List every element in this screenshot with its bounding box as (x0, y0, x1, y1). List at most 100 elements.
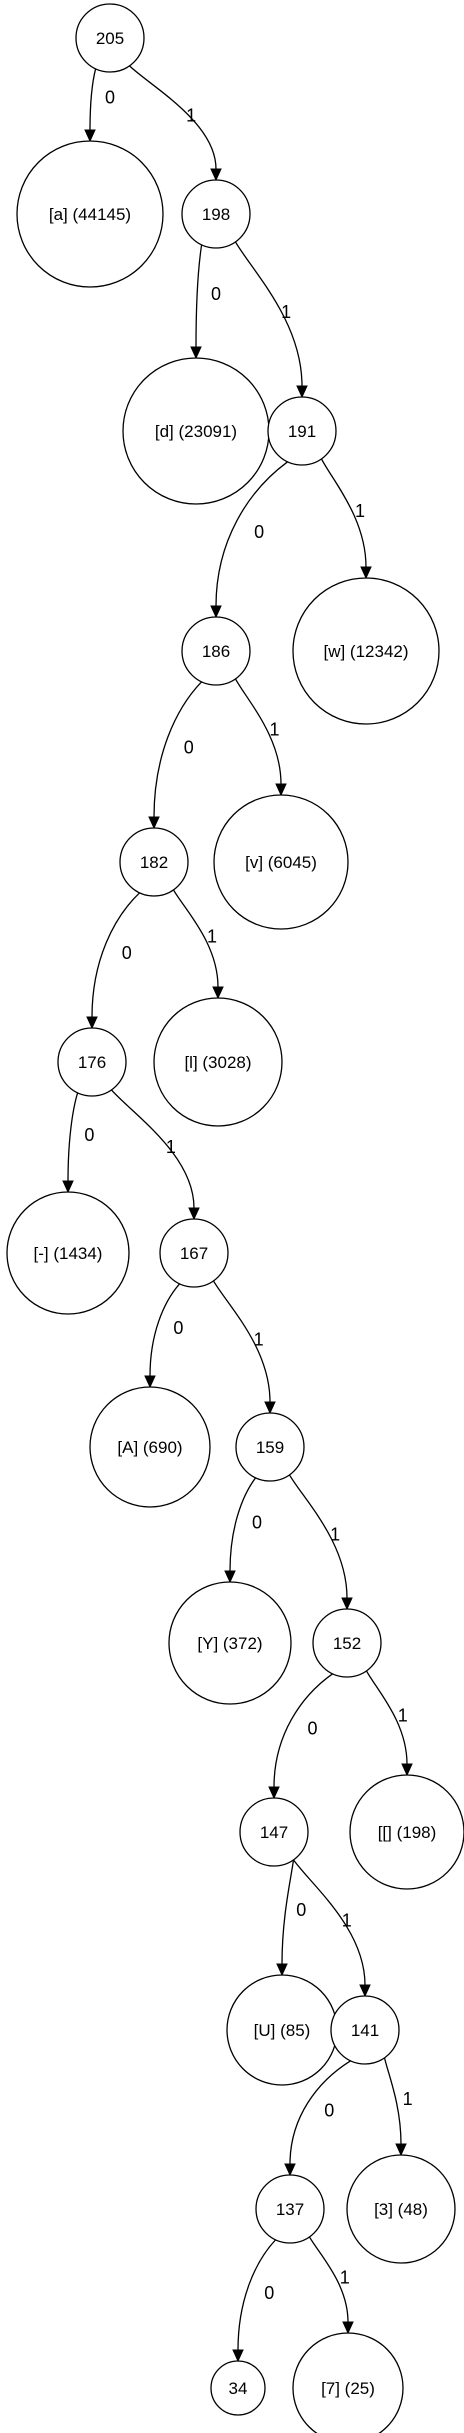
edge-line (149, 1283, 181, 1377)
nodes-layer: 205 [a] (44145) 198 [d] (23091) 191 186 [w] (1… (6, 3, 464, 2433)
edge: 1 (383, 2057, 413, 2157)
edge-line (288, 1474, 348, 1599)
edge-label: 0 (211, 284, 221, 304)
edge-arrowhead (188, 1207, 200, 1221)
node-circle (235, 1412, 305, 1482)
edge-arrowhead (395, 2143, 407, 2157)
edge: 1 (212, 1280, 276, 1415)
node-label: 198 (202, 205, 230, 224)
node-label: 182 (140, 853, 168, 872)
edge-label: 1 (330, 1524, 340, 1544)
internal-node: 205 (75, 3, 145, 73)
edge-line (383, 2057, 402, 2145)
edge-label: 0 (252, 1512, 262, 1532)
leaf-node: [l] (3028) (153, 997, 283, 1127)
leaf-node: [7] (25) (292, 2332, 404, 2433)
edge-line (292, 1859, 366, 1986)
edge-arrowhead (296, 385, 308, 399)
node-label: [3] (48) (374, 2200, 428, 2219)
edge-line (195, 244, 203, 348)
node-circle (6, 1191, 130, 1315)
edge: 0 (224, 1477, 262, 1584)
edge-label: 1 (398, 1705, 408, 1725)
edge-line (129, 65, 217, 170)
node-label: [d] (23091) (155, 422, 237, 441)
edge-label: 0 (264, 2283, 274, 2303)
node-circle (210, 2360, 266, 2416)
edge-arrowhead (224, 1570, 236, 1584)
edge-label: 1 (403, 2089, 413, 2109)
edge: 0 (210, 461, 288, 619)
node-circle (16, 140, 164, 288)
edge: 0 (268, 1673, 333, 1800)
node-label: [-] (1434) (34, 1244, 103, 1263)
edge-label: 1 (355, 501, 365, 521)
edge: 0 (284, 2060, 351, 2177)
leaf-node: [w] (12342) (292, 577, 440, 725)
edge-line (289, 2060, 351, 2165)
node-label: [v] (6045) (245, 853, 317, 872)
edge-line (153, 681, 203, 818)
node-circle (349, 1774, 464, 1890)
edge-arrowhead (276, 1963, 288, 1977)
edge-arrowhead (342, 2321, 354, 2335)
edge-arrowhead (360, 566, 372, 580)
edge-line (365, 1670, 408, 1765)
edge-arrowhead (341, 1597, 353, 1611)
edge-label: 1 (342, 1910, 352, 1930)
internal-node: 186 (181, 616, 251, 686)
edge: 0 (62, 1092, 94, 1194)
node-circle (159, 1218, 229, 1288)
edge: 1 (308, 2236, 354, 2335)
edge-label: 0 (307, 1718, 317, 1738)
edge-line (234, 241, 303, 387)
node-label: 137 (276, 2200, 304, 2219)
node-circle (292, 2332, 404, 2433)
edge-line (111, 1089, 195, 1209)
edge-arrowhead (62, 1180, 74, 1194)
leaf-node: [a] (44145) (16, 140, 164, 288)
node-circle (153, 997, 283, 1127)
edge-arrowhead (190, 346, 202, 360)
edge: 0 (86, 892, 141, 1030)
node-circle (119, 827, 189, 897)
edge-arrowhead (359, 1984, 371, 1998)
internal-node: 182 (119, 827, 189, 897)
edge-arrowhead (284, 2163, 296, 2177)
edge: 1 (234, 241, 308, 399)
edge-arrowhead (148, 816, 160, 830)
node-label: [A] (690) (117, 1438, 182, 1457)
edge-arrowhead (212, 986, 224, 1000)
edge-label: 0 (254, 522, 264, 542)
edge-line (281, 1859, 295, 1965)
edge: 1 (129, 65, 222, 182)
edge-label: 1 (186, 105, 196, 125)
node-label: 147 (260, 1823, 288, 1842)
node-label: [[] (198) (378, 1823, 437, 1842)
edge-line (212, 1280, 271, 1403)
node-circle (255, 2174, 325, 2244)
node-label: 152 (333, 1634, 361, 1653)
edge-arrowhead (268, 1786, 280, 1800)
edge: 1 (234, 678, 287, 797)
node-circle (181, 616, 251, 686)
edge-label: 1 (207, 926, 217, 946)
internal-node: 176 (57, 1027, 127, 1097)
edge-label: 1 (340, 2267, 350, 2287)
internal-node: 191 (267, 396, 337, 466)
leaf-node: [U] (85) (226, 1974, 338, 2086)
node-label: 167 (180, 1244, 208, 1263)
edge-arrowhead (275, 783, 287, 797)
node-label: [a] (44145) (49, 205, 131, 224)
edge-line (229, 1477, 257, 1572)
edge: 0 (84, 68, 115, 143)
edge-line (172, 889, 219, 988)
leaf-node: [A] (690) (89, 1386, 211, 1508)
node-circle (292, 577, 440, 725)
node-label: 34 (229, 2379, 248, 2398)
edge: 1 (172, 889, 224, 1000)
node-circle (168, 1581, 292, 1705)
leaf-node: [d] (23091) (122, 357, 270, 505)
node-label: [7] (25) (321, 2379, 375, 2398)
